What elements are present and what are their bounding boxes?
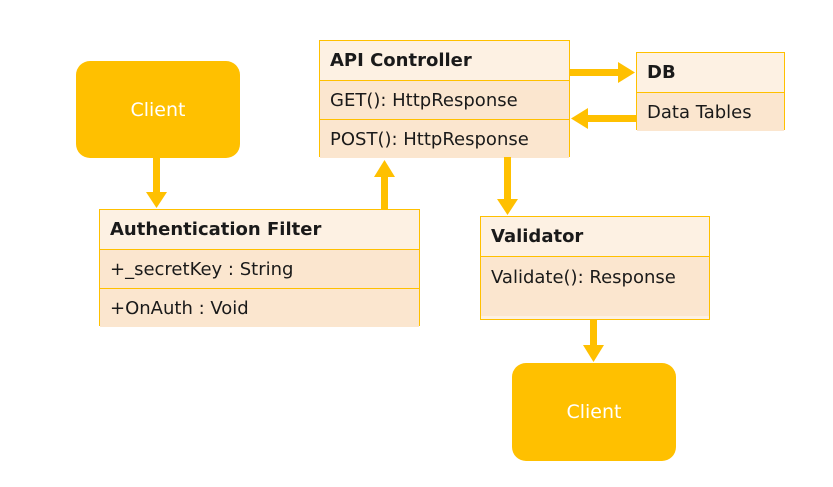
edge-api-to-db-head — [618, 62, 635, 83]
edge-auth-to-api-head — [374, 160, 395, 177]
authentication-filter-class: Authentication Filter +_secretKey : Stri… — [99, 209, 420, 327]
validator-validate-method: Validate(): Response — [481, 256, 709, 316]
auth-filter-secret-key: +_secretKey : String — [100, 249, 419, 288]
edge-db-to-api-shaft — [586, 115, 636, 122]
api-controller-post-method: POST(): HttpResponse — [320, 119, 569, 158]
client-top-label: Client — [130, 98, 186, 121]
db-class: DB Data Tables — [636, 52, 785, 131]
edge-validator-to-client-shaft — [590, 320, 597, 347]
api-controller-class: API Controller GET(): HttpResponse POST(… — [319, 40, 570, 158]
client-top-node: Client — [76, 61, 240, 158]
api-controller-get-method: GET(): HttpResponse — [320, 80, 569, 119]
auth-filter-title: Authentication Filter — [100, 210, 419, 249]
db-data-tables: Data Tables — [637, 92, 784, 131]
client-bottom-label: Client — [566, 401, 622, 423]
edge-validator-to-client-head — [583, 345, 604, 362]
api-controller-title: API Controller — [320, 41, 569, 80]
edge-client-to-auth-head — [146, 192, 167, 208]
edge-auth-to-api-shaft — [381, 175, 388, 210]
auth-filter-on-auth: +OnAuth : Void — [100, 288, 419, 327]
edge-client-to-auth-shaft — [153, 158, 160, 194]
edge-db-to-api-head — [571, 108, 588, 129]
validator-class: Validator Validate(): Response — [480, 216, 710, 320]
edge-api-to-validator-head — [497, 199, 518, 215]
db-title: DB — [637, 53, 784, 92]
edge-api-to-db-shaft — [570, 69, 620, 76]
client-bottom-node: Client — [512, 363, 676, 461]
validator-title: Validator — [481, 217, 709, 256]
edge-api-to-validator-shaft — [504, 157, 511, 201]
